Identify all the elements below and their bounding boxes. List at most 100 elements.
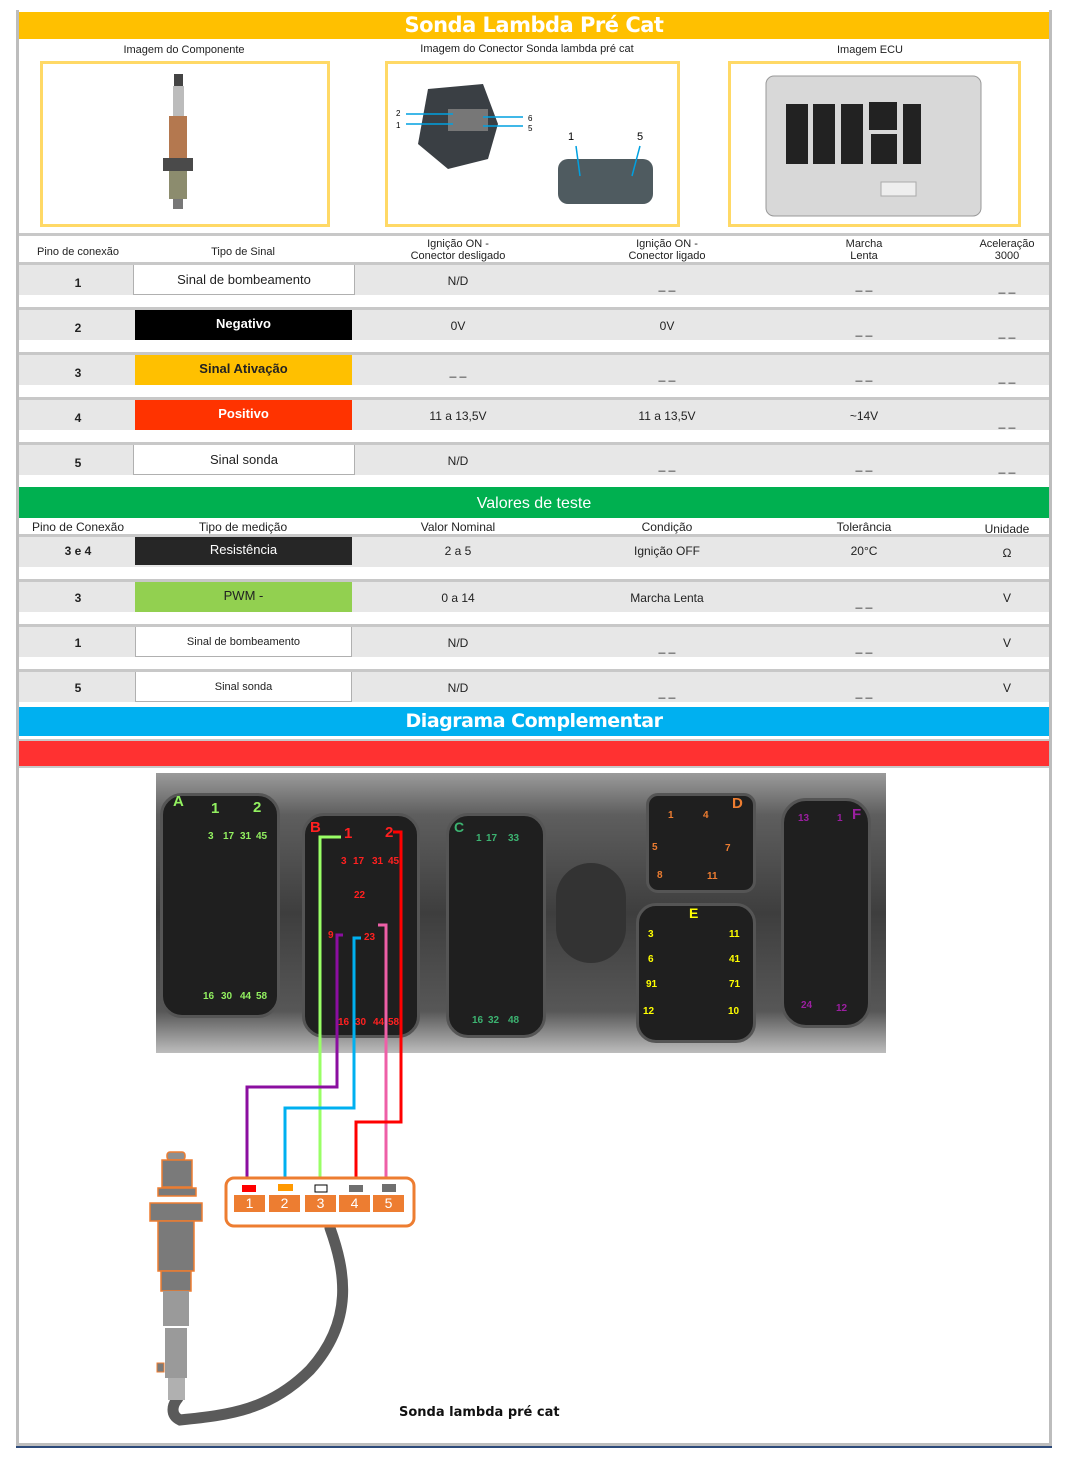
connector-c bbox=[446, 813, 546, 1038]
callout-right-1: 1 bbox=[568, 131, 574, 143]
pin-label: 30 bbox=[221, 991, 233, 1002]
pin-3-color-tag bbox=[314, 1184, 328, 1193]
connector-photo-icon: 2 1 6 5 1 5 bbox=[396, 84, 653, 204]
row-pin: 4 bbox=[74, 411, 82, 425]
header-test-pin: Pino de Conexão bbox=[31, 520, 125, 534]
row-divider bbox=[19, 624, 1049, 627]
test-row-type: Sinal de bombeamento bbox=[135, 625, 352, 657]
header-ign-off: Ignição ON -Conector desligado bbox=[410, 238, 506, 262]
wire-purple bbox=[245, 933, 343, 1180]
pin-label: 1 bbox=[837, 813, 843, 824]
ecu-image-label: Imagem ECU bbox=[836, 44, 904, 56]
connector-c-letter: C bbox=[454, 819, 465, 835]
page-title: Sonda Lambda Pré Cat bbox=[19, 12, 1049, 39]
component-image-label: Imagem do Componente bbox=[123, 44, 245, 56]
pin-4-color-tag bbox=[349, 1185, 363, 1192]
row-divider bbox=[19, 579, 1049, 582]
ecu-module-icon bbox=[765, 75, 982, 217]
connector-a-label: 2 bbox=[253, 799, 262, 816]
test-row-pin: 5 bbox=[74, 681, 82, 695]
sensor-cable bbox=[167, 1222, 349, 1426]
pin-label: 11 bbox=[729, 929, 740, 940]
row-divider bbox=[19, 307, 1049, 310]
test-row-nominal: 0 a 14 bbox=[441, 591, 475, 605]
row-divider bbox=[19, 669, 1049, 672]
wire-blue bbox=[283, 936, 361, 1180]
lambda-sensor-icon bbox=[163, 74, 193, 209]
test-row-unit: Ω bbox=[1002, 546, 1012, 560]
row-ign-off: 0V bbox=[450, 319, 466, 333]
row-divider bbox=[19, 397, 1049, 400]
row-accel: _ _ bbox=[998, 325, 1016, 339]
pin-label: 31 bbox=[240, 831, 252, 842]
pin-label: 3 bbox=[648, 929, 654, 940]
connector-b-label: 2 bbox=[385, 824, 394, 841]
row-signal-type: Sinal de bombeamento bbox=[133, 263, 355, 295]
header-test-tolerance: Tolerância bbox=[836, 520, 892, 534]
pin-label: 44 bbox=[373, 1017, 385, 1028]
row-accel: _ _ bbox=[998, 370, 1016, 384]
row-signal-type: Sinal Ativação bbox=[135, 353, 352, 385]
test-table-header: Pino de Conexão Tipo de medição Valor No… bbox=[19, 518, 1049, 536]
pin-label: 17 bbox=[486, 833, 498, 844]
diagram-red-band bbox=[19, 739, 1049, 768]
sensor-pin-number: 2 bbox=[269, 1195, 300, 1212]
row-ign-off: N/D bbox=[447, 274, 469, 288]
connector-image: 2 1 6 5 1 5 bbox=[385, 61, 680, 227]
wire-red bbox=[354, 830, 403, 1180]
row-divider bbox=[19, 534, 1049, 537]
sensor-pin-number: 5 bbox=[373, 1195, 404, 1212]
header-test-nominal: Valor Nominal bbox=[420, 520, 496, 534]
row-idle: _ _ bbox=[855, 323, 873, 337]
pin-label: 91 bbox=[646, 979, 658, 990]
row-accel: _ _ bbox=[998, 415, 1016, 429]
row-pin: 2 bbox=[74, 321, 82, 335]
connector-f bbox=[781, 798, 871, 1028]
wire-green bbox=[318, 835, 341, 1180]
pin-label: 30 bbox=[355, 1017, 367, 1028]
row-ign-off: _ _ bbox=[449, 364, 467, 378]
connector-a bbox=[160, 793, 280, 1018]
pin-label: 44 bbox=[240, 991, 252, 1002]
connector-e bbox=[636, 903, 756, 1043]
test-row-tolerance: _ _ bbox=[855, 640, 873, 654]
wire-pink bbox=[378, 923, 388, 1180]
sensor-pin-number: 1 bbox=[234, 1195, 265, 1212]
header-pin: Pino de conexão bbox=[37, 246, 119, 258]
test-row-unit: V bbox=[1002, 681, 1011, 695]
pin-label: 3 bbox=[341, 856, 347, 867]
row-signal-type: Positivo bbox=[135, 398, 352, 430]
pin-label: 1 bbox=[668, 810, 674, 821]
test-row-tolerance: _ _ bbox=[855, 595, 873, 609]
row-accel: _ _ bbox=[998, 460, 1016, 474]
connector-d bbox=[646, 793, 756, 893]
pin-label: 10 bbox=[728, 1006, 740, 1017]
header-test-unit: Unidade bbox=[984, 522, 1030, 536]
pin-label: 48 bbox=[508, 1015, 520, 1026]
pin-label: 71 bbox=[729, 979, 741, 990]
callout-5: 5 bbox=[528, 124, 533, 133]
pin-label: 16 bbox=[338, 1017, 350, 1028]
test-row-tolerance: _ _ bbox=[855, 685, 873, 699]
row-ign-on: _ _ bbox=[658, 278, 676, 292]
row-pin: 3 bbox=[74, 366, 82, 380]
row-divider bbox=[19, 352, 1049, 355]
pin-label: 22 bbox=[354, 890, 366, 901]
connector-e-letter: E bbox=[689, 905, 699, 921]
pin-label-23: 23 bbox=[364, 932, 376, 943]
pin-label: 33 bbox=[508, 833, 520, 844]
header-test-type: Tipo de medição bbox=[198, 520, 288, 534]
test-row-condition: Ignição OFF bbox=[633, 544, 701, 558]
test-row-condition: _ _ bbox=[658, 640, 676, 654]
pin-label: 58 bbox=[388, 1017, 400, 1028]
pin-label: 17 bbox=[353, 856, 365, 867]
pin-label: 16 bbox=[203, 991, 215, 1002]
pin-label: 32 bbox=[488, 1015, 500, 1026]
pin-label: 13 bbox=[798, 813, 810, 824]
